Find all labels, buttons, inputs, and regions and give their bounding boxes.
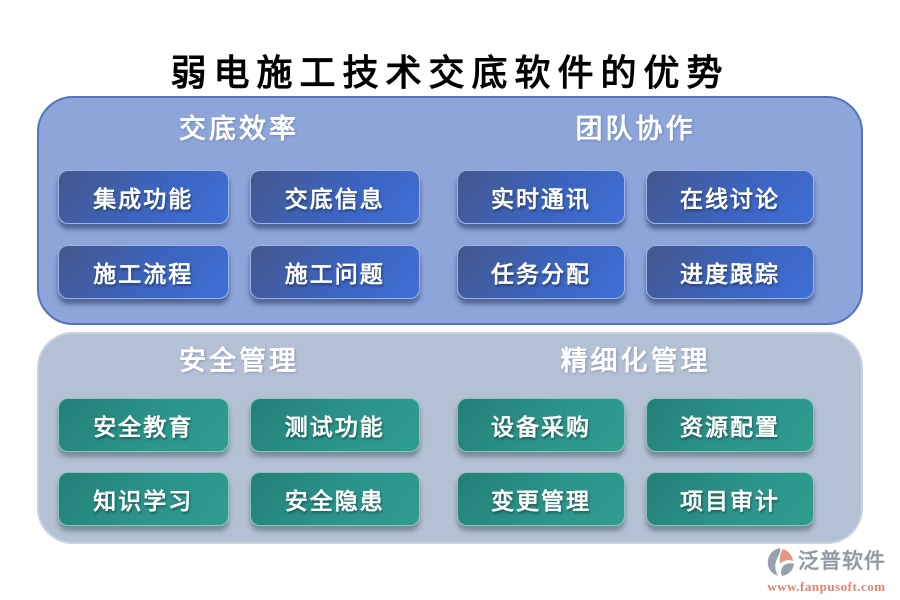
brand-footer: 泛普软件 www.fanpusoft.com <box>767 546 886 594</box>
button-grid: 实时通讯 在线讨论 任务分配 进度跟踪 <box>457 170 814 299</box>
page-title: 弱电施工技术交底软件的优势 <box>170 53 730 93</box>
testing-function-button[interactable]: 测试功能 <box>249 398 420 452</box>
online-discussion-button[interactable]: 在线讨论 <box>646 170 814 224</box>
safety-education-button[interactable]: 安全教育 <box>58 398 229 452</box>
disclosure-info-button[interactable]: 交底信息 <box>249 170 420 224</box>
group-team-collaboration: 团队协作 实时通讯 在线讨论 任务分配 进度跟踪 <box>457 98 814 299</box>
resource-allocation-button[interactable]: 资源配置 <box>646 398 814 452</box>
change-management-button[interactable]: 变更管理 <box>457 472 625 526</box>
section-header-refined-management: 精细化管理 <box>560 346 711 376</box>
panel-safety-management: 安全管理 安全教育 测试功能 知识学习 安全隐患 精细化管理 设备采购 资源配置… <box>37 332 863 544</box>
brand-url[interactable]: www.fanpusoft.com <box>767 578 886 594</box>
section-header-disclosure-efficiency: 交底效率 <box>179 114 299 144</box>
button-grid: 集成功能 交底信息 施工流程 施工问题 <box>58 170 420 299</box>
section-header-team-collaboration: 团队协作 <box>575 114 696 144</box>
task-assignment-button[interactable]: 任务分配 <box>457 245 625 299</box>
fanpu-swirl-logo-icon <box>767 546 795 578</box>
safety-hazard-button[interactable]: 安全隐患 <box>249 472 420 526</box>
equipment-procurement-button[interactable]: 设备采购 <box>457 398 625 452</box>
knowledge-learning-button[interactable]: 知识学习 <box>58 472 229 526</box>
section-header-safety-management: 安全管理 <box>179 346 299 376</box>
button-grid: 设备采购 资源配置 变更管理 项目审计 <box>457 398 814 526</box>
panel-disclosure-collaboration: 交底效率 集成功能 交底信息 施工流程 施工问题 团队协作 实时通讯 在线讨论 … <box>37 96 863 325</box>
integrated-functions-button[interactable]: 集成功能 <box>58 170 229 224</box>
group-refined-management: 精细化管理 设备采购 资源配置 变更管理 项目审计 <box>457 334 814 526</box>
realtime-communication-button[interactable]: 实时通讯 <box>457 170 625 224</box>
construction-process-button[interactable]: 施工流程 <box>58 245 229 299</box>
construction-issue-button[interactable]: 施工问题 <box>249 245 420 299</box>
project-audit-button[interactable]: 项目审计 <box>646 472 814 526</box>
group-safety-management: 安全管理 安全教育 测试功能 知识学习 安全隐患 <box>58 334 420 526</box>
progress-tracking-button[interactable]: 进度跟踪 <box>646 245 814 299</box>
brand-name: 泛普软件 <box>798 549 886 574</box>
group-disclosure-efficiency: 交底效率 集成功能 交底信息 施工流程 施工问题 <box>58 98 420 299</box>
button-grid: 安全教育 测试功能 知识学习 安全隐患 <box>58 398 420 526</box>
